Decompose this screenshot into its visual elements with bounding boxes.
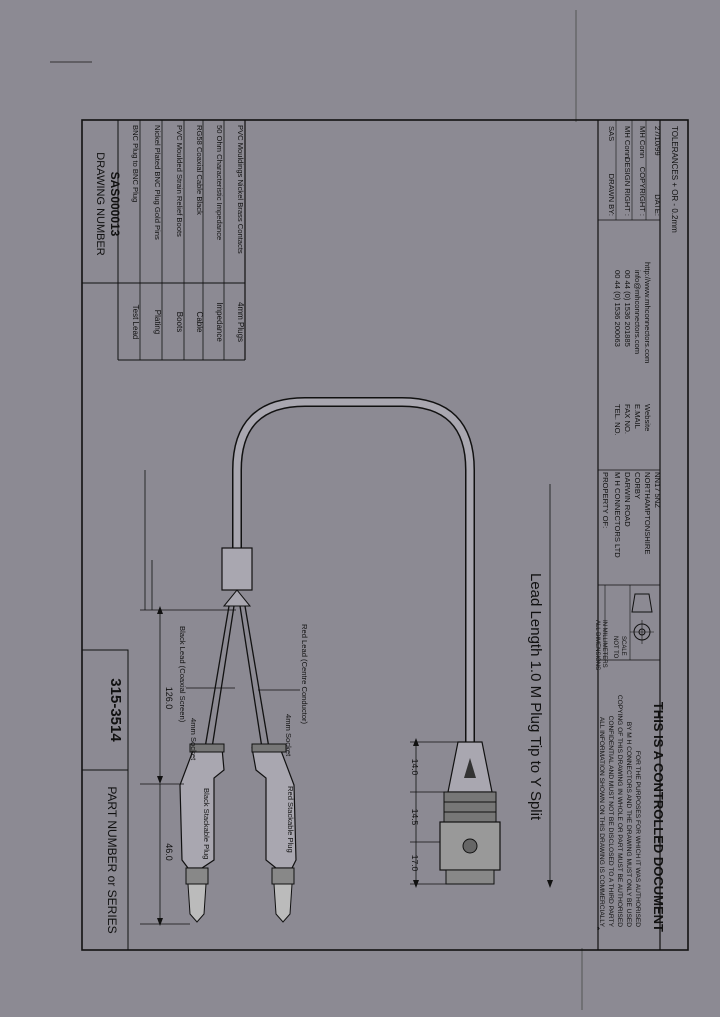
black-stackable-plug bbox=[179, 747, 225, 869]
property-line: NORTHAMPTONSHIRE bbox=[643, 472, 652, 554]
contact-label: E.MAIL bbox=[633, 404, 642, 429]
note-line: COPYING OF THIS DRAWING IN WHOLE OR PART… bbox=[616, 695, 623, 927]
arrowhead bbox=[157, 776, 163, 784]
drawn-value: 27/10/99 bbox=[653, 126, 662, 156]
spec-value: 50 Ohm Characteristic Impedance bbox=[215, 125, 224, 240]
bnc-tip bbox=[445, 869, 495, 885]
red-plug-pin bbox=[273, 883, 293, 923]
tolerances: TOLERANCES + OR - 0.2mm bbox=[670, 126, 679, 233]
dimension-126: 126.0 bbox=[164, 687, 174, 710]
contact-value: http://www.mhconnectors.com bbox=[643, 262, 652, 363]
note-bullet: * bbox=[592, 927, 601, 930]
socket-label: 4mm Socket bbox=[189, 718, 198, 761]
property-line: M H CONNECTORS LTD bbox=[613, 472, 622, 558]
black-plug-pin bbox=[187, 883, 207, 923]
property-line: CORBY bbox=[633, 472, 642, 499]
dimension-14: 14.0 bbox=[410, 759, 420, 776]
note-line: CONFIDENTIAL AND MUST NOT BE DISCLOSED T… bbox=[607, 716, 614, 928]
cable-assembly-drawing: 126.0 46.0 Black Lead (Coaxial Screen) 4… bbox=[140, 397, 553, 926]
coax-cable-loop bbox=[232, 397, 475, 742]
arrowhead bbox=[413, 738, 419, 746]
lead-length-label: Lead Length 1.0 M Plug Tip to Y Split bbox=[527, 573, 544, 821]
drawing-number: SAS000013 bbox=[108, 172, 122, 237]
contact-label: TEL. NO. bbox=[613, 404, 622, 436]
dimension-14-5: 14.5 bbox=[410, 809, 420, 826]
note-line: BY M H CONNECTORS AND THE DRAWING MUST O… bbox=[625, 722, 632, 928]
arrowhead bbox=[157, 918, 163, 926]
drawn-value: SAS bbox=[607, 126, 616, 141]
note-line: ALL INFORMATION SHOWN ON THIS DRAWING IS… bbox=[598, 717, 605, 928]
socket-label: 4mm Socket bbox=[284, 714, 293, 757]
black-plug-socket bbox=[189, 743, 225, 753]
projection-symbol bbox=[630, 593, 654, 644]
drawn-value: MH Conn bbox=[623, 126, 632, 158]
arrowhead bbox=[547, 880, 553, 888]
scale-label: NOT TO bbox=[612, 636, 618, 659]
contact-value: 00 44 (0) 1536 200063 bbox=[613, 270, 622, 347]
red-plug-label: Red Stackable Plug bbox=[286, 786, 295, 853]
contact-value: 00 44 (0) 1536 201885 bbox=[623, 270, 632, 347]
spec-value: Nickel Plated BNC Plug Gold Pins bbox=[153, 125, 162, 240]
bnc-boot-marking bbox=[464, 758, 476, 778]
black-lead-wire bbox=[211, 605, 235, 749]
drawn-label: DESIGN RIGHT : bbox=[623, 157, 632, 216]
drawn-label: DATE: bbox=[653, 194, 662, 216]
part-number: 315-3514 bbox=[107, 678, 124, 742]
part-number-label: PART NUMBER or SERIES bbox=[105, 786, 119, 933]
black-lead-label: Black Lead (Coaxial Screen) bbox=[178, 626, 187, 723]
drawn-value: MH Conn bbox=[638, 126, 647, 158]
coax-cable-loop bbox=[233, 398, 474, 742]
spec-label: Cable bbox=[195, 312, 204, 333]
red-lead-wire bbox=[239, 605, 263, 749]
spec-label: Impedance bbox=[215, 302, 224, 342]
bnc-bayonet-lug bbox=[462, 838, 478, 854]
dimension-17: 17.0 bbox=[410, 855, 420, 872]
arrowhead bbox=[157, 606, 163, 614]
red-lead-wire bbox=[244, 605, 270, 749]
units-label: IN MILLIMETERS bbox=[601, 620, 607, 668]
black-plug-label: Black Stackable Plug bbox=[202, 788, 211, 859]
spec-value: PVC Moulded Strain Relief Boots bbox=[175, 125, 184, 237]
scale-label: SCALE bbox=[620, 636, 626, 656]
dimension-46: 46.0 bbox=[164, 843, 174, 861]
drawn-label: DRAWN BY: bbox=[607, 174, 616, 216]
spec-value: RG58 Coaxial Cable Black bbox=[195, 125, 204, 215]
spec-value: BNC Plug to BNC Plug bbox=[131, 125, 140, 202]
part-number-box bbox=[81, 649, 129, 951]
property-heading: PROPERTY OF: bbox=[601, 472, 610, 528]
contact-value: info@mhconnectors.com bbox=[633, 270, 642, 354]
property-line: DARWIN ROAD bbox=[623, 472, 632, 527]
controlled-document-notice: THIS IS A CONTROLLED DOCUMENT bbox=[651, 702, 666, 932]
drawing-number-label: DRAWING NUMBER bbox=[94, 152, 106, 256]
spec-label: Boots bbox=[175, 312, 184, 332]
black-plug-collar bbox=[185, 867, 209, 885]
arrowhead bbox=[413, 880, 419, 888]
spec-label: Plating bbox=[153, 310, 162, 334]
red-lead-label: Red Lead (Centre Conductor) bbox=[300, 624, 309, 725]
units-label: ALL DIMENSIONS bbox=[594, 620, 600, 670]
spec-value: PVC Mouldings Nickel Brass Contacts bbox=[236, 125, 245, 254]
bnc-crimp-sleeve bbox=[443, 791, 497, 823]
contact-label: Website bbox=[643, 404, 652, 431]
red-plug-collar bbox=[271, 867, 295, 885]
spec-label: Test Lead bbox=[131, 305, 140, 340]
black-lead-wire bbox=[204, 605, 230, 749]
contact-label: FAX NO. bbox=[623, 404, 632, 434]
note-line: FOR THE PURPOSES FOR WHICH IT WAS AUTHOR… bbox=[634, 751, 641, 927]
y-split-boot bbox=[221, 547, 253, 591]
red-plug-socket bbox=[251, 743, 287, 753]
drawing-border bbox=[81, 119, 689, 951]
drawn-label: COPYRIGHT : bbox=[638, 167, 647, 216]
spec-label: 4mm Plugs bbox=[236, 302, 245, 342]
y-split-tip bbox=[222, 589, 252, 607]
property-line: NN17 5NZ bbox=[653, 472, 662, 508]
